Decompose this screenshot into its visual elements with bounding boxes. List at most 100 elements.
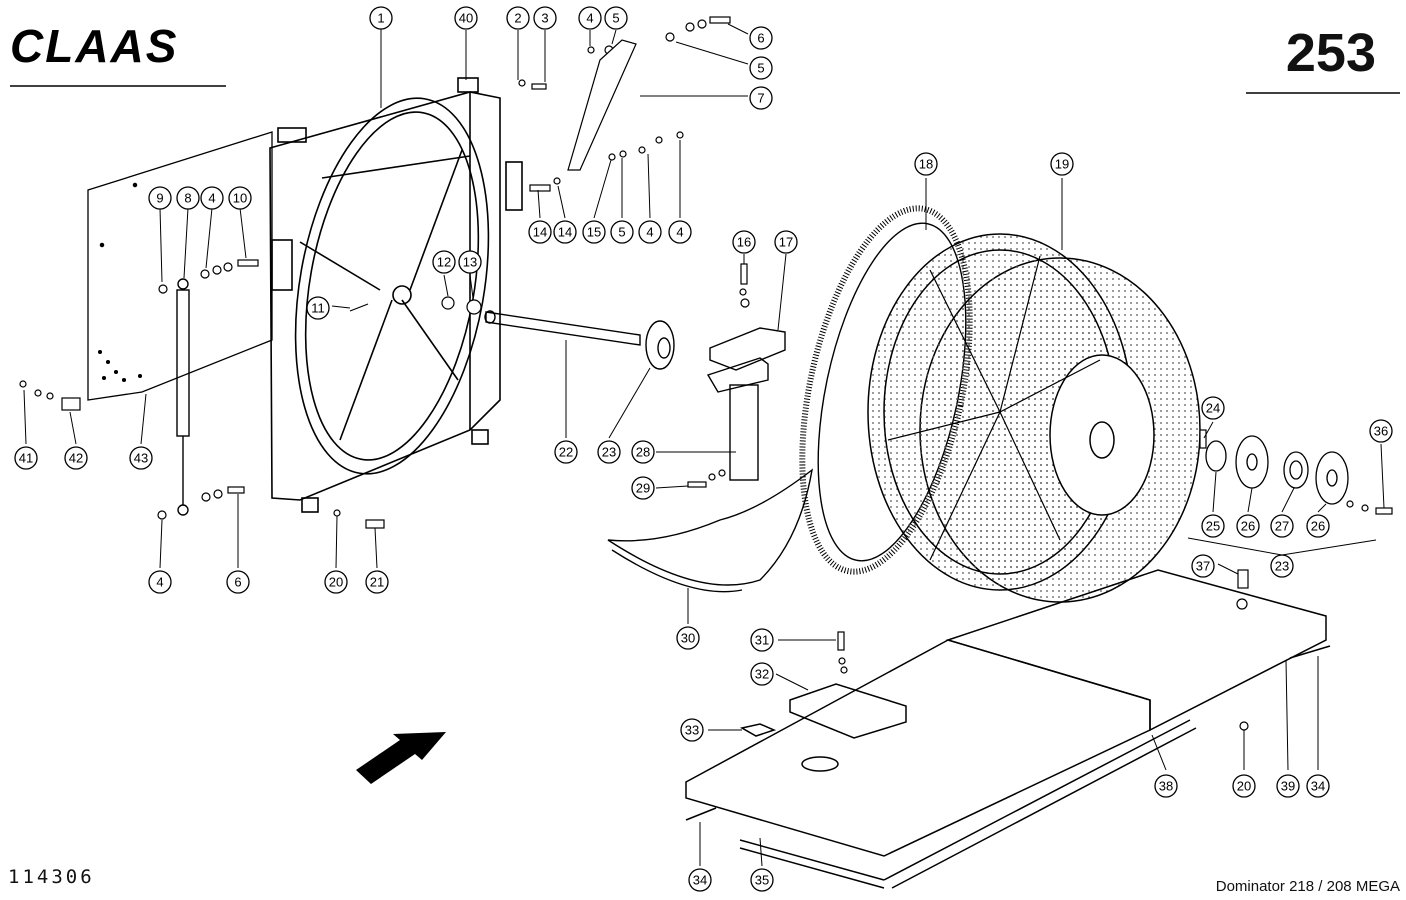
callout-circle xyxy=(631,440,655,464)
callout-4: 4 xyxy=(668,220,692,244)
callout-29: 29 xyxy=(631,476,655,500)
callout-label: 33 xyxy=(685,723,699,738)
callout-27: 27 xyxy=(1270,514,1294,538)
callout-circle xyxy=(1306,774,1330,798)
claas-logo: CLAAS xyxy=(10,20,226,87)
callout-circle xyxy=(324,570,348,594)
callout-4: 4 xyxy=(148,570,172,594)
callout-20: 20 xyxy=(1232,774,1256,798)
callout-label: 40 xyxy=(459,11,473,26)
callout-label: 22 xyxy=(559,445,573,460)
callout-label: 4 xyxy=(156,575,163,590)
callout-4: 4 xyxy=(638,220,662,244)
rotary-screen-drum xyxy=(867,233,1201,603)
callout-circle xyxy=(604,6,628,30)
callout-6: 6 xyxy=(226,570,250,594)
callout-32: 32 xyxy=(750,662,774,686)
callout-17: 17 xyxy=(774,230,798,254)
callout-label: 5 xyxy=(757,61,764,76)
callout-circle xyxy=(688,868,712,892)
callout-label: 29 xyxy=(636,481,650,496)
callout-label: 11 xyxy=(311,301,325,316)
callout-11: 11 xyxy=(306,296,330,320)
callout-label: 1 xyxy=(377,11,384,26)
callout-3: 3 xyxy=(533,6,557,30)
callout-22: 22 xyxy=(554,440,578,464)
gas-strut xyxy=(176,278,190,516)
callout-39: 39 xyxy=(1276,774,1300,798)
callout-circle xyxy=(1276,774,1300,798)
callout-15: 15 xyxy=(582,220,606,244)
callout-31: 31 xyxy=(750,628,774,652)
callout-label: 4 xyxy=(676,225,683,240)
callout-circle xyxy=(1270,554,1294,578)
callout-circle xyxy=(226,570,250,594)
callout-circle xyxy=(1191,554,1215,578)
callout-label: 5 xyxy=(618,225,625,240)
callout-12: 12 xyxy=(432,250,456,274)
callout-label: 23 xyxy=(1275,559,1289,574)
callout-circle xyxy=(1050,152,1074,176)
callout-label: 30 xyxy=(681,631,695,646)
callout-circle xyxy=(1232,774,1256,798)
callout-circle xyxy=(610,220,634,244)
bearing-set xyxy=(1205,435,1349,505)
callout-circle xyxy=(749,26,773,50)
callout-26: 26 xyxy=(1236,514,1260,538)
callout-circle xyxy=(774,230,798,254)
callout-label: 4 xyxy=(586,11,593,26)
callout-33: 33 xyxy=(680,718,704,742)
callout-circle xyxy=(148,570,172,594)
support-bracket xyxy=(706,327,786,481)
callout-circle xyxy=(582,220,606,244)
callout-circle xyxy=(914,152,938,176)
callout-7: 7 xyxy=(749,86,773,110)
callout-label: 41 xyxy=(19,451,33,466)
callout-label: 42 xyxy=(69,451,83,466)
callout-circle xyxy=(749,56,773,80)
callout-label: 12 xyxy=(437,255,451,270)
callout-circle xyxy=(200,186,224,210)
callout-label: 25 xyxy=(1206,519,1220,534)
callout-28: 28 xyxy=(631,440,655,464)
callout-label: 23 xyxy=(602,445,616,460)
callout-23: 23 xyxy=(1270,554,1294,578)
callout-43: 43 xyxy=(129,446,153,470)
callout-16: 16 xyxy=(732,230,756,254)
callout-34: 34 xyxy=(1306,774,1330,798)
model-label: Dominator 218 / 208 MEGA xyxy=(1215,878,1400,895)
callout-19: 19 xyxy=(1050,152,1074,176)
callout-label: 43 xyxy=(134,451,148,466)
callout-34: 34 xyxy=(688,868,712,892)
callout-label: 20 xyxy=(329,575,343,590)
callout-label: 35 xyxy=(755,873,769,888)
callout-36: 36 xyxy=(1369,419,1393,443)
callout-circle xyxy=(454,6,478,30)
callout-14: 14 xyxy=(553,220,577,244)
callout-14: 14 xyxy=(528,220,552,244)
callout-circle xyxy=(578,6,602,30)
direction-arrow xyxy=(356,732,446,784)
callout-label: 10 xyxy=(233,191,247,206)
callout-label: 4 xyxy=(208,191,215,206)
callout-37: 37 xyxy=(1191,554,1215,578)
callout-circle xyxy=(732,230,756,254)
callout-label: 19 xyxy=(1055,157,1069,172)
callout-circle xyxy=(680,718,704,742)
callout-circle xyxy=(176,186,200,210)
page-number: 253 xyxy=(1285,23,1376,83)
svg-text:CLAAS: CLAAS xyxy=(10,20,178,72)
callout-40: 40 xyxy=(454,6,478,30)
callout-label: 24 xyxy=(1206,401,1220,416)
drive-shaft xyxy=(484,310,675,370)
callout-label: 38 xyxy=(1159,779,1173,794)
callout-30: 30 xyxy=(676,626,700,650)
small-hardware xyxy=(19,16,1393,731)
drawing-number: 114306 xyxy=(8,866,95,888)
callout-circle xyxy=(750,628,774,652)
callout-circle xyxy=(1369,419,1393,443)
callout-label: 16 xyxy=(737,235,751,250)
callout-label: 14 xyxy=(558,225,572,240)
